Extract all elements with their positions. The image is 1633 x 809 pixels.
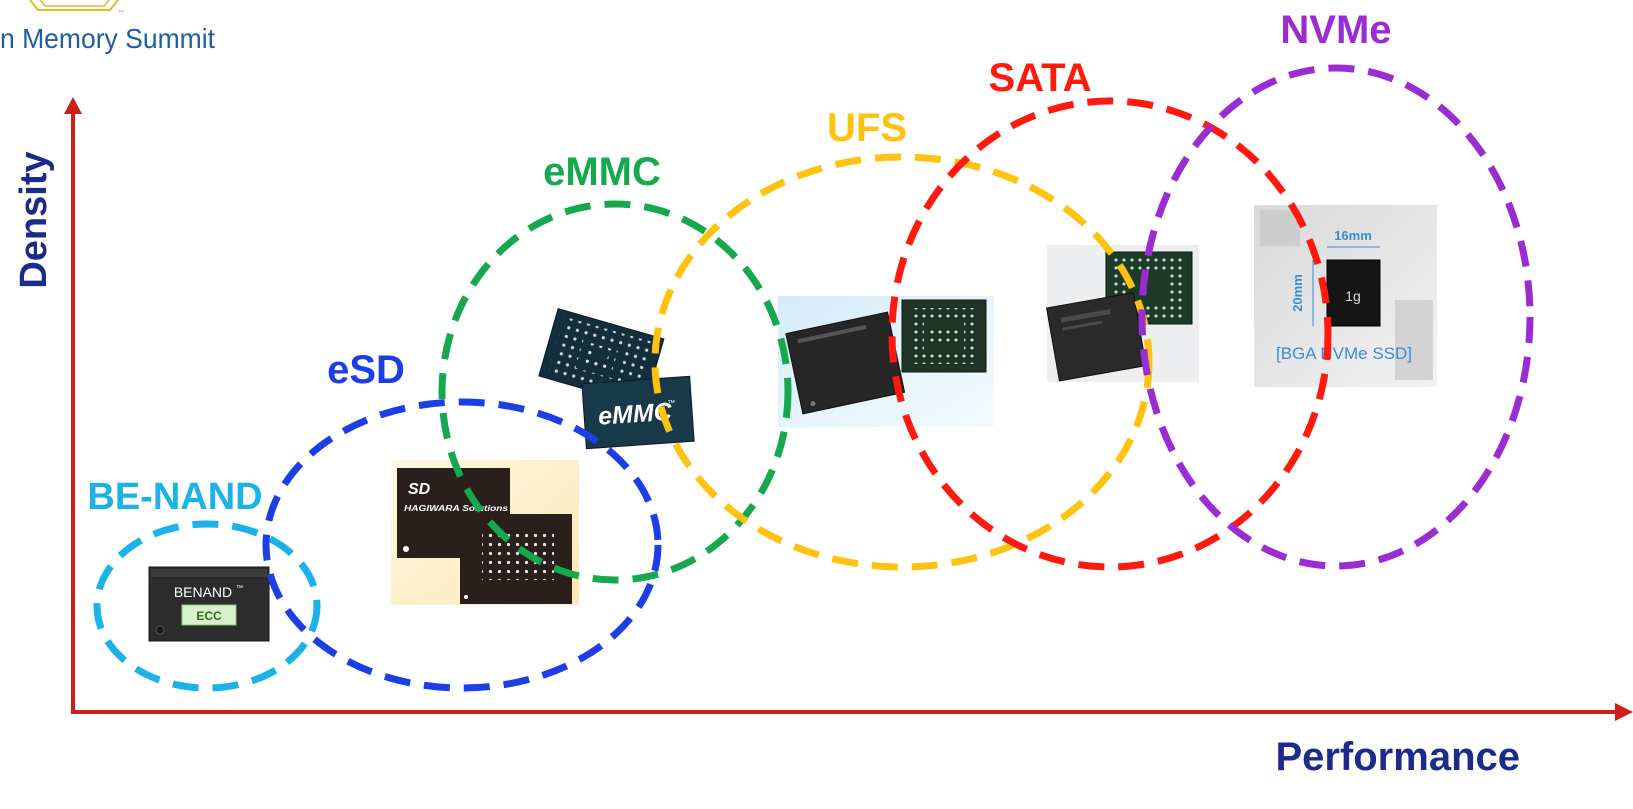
sata-label: SATA xyxy=(989,56,1092,100)
benand-ecc-label: ECC xyxy=(196,609,222,623)
benand-chip-image: BENAND ™ ECC xyxy=(148,566,270,642)
x-axis-arrow xyxy=(1615,703,1633,721)
nvme-width-label: 16mm xyxy=(1334,228,1372,243)
flash-memory-summit-logo: ™ n Memory Summit xyxy=(0,0,215,54)
logo-tm: ™ xyxy=(118,9,124,16)
logo-text: n Memory Summit xyxy=(0,23,215,54)
emmc-ellipse xyxy=(438,200,792,584)
esd-chip-image: SD HAGIWARA Solutions xyxy=(391,460,579,605)
benand-chip-tm: ™ xyxy=(236,585,243,592)
sd-logo: SD xyxy=(408,481,431,498)
be-nand-ellipse xyxy=(93,520,321,692)
nvme-chip-mark: 1g xyxy=(1345,288,1361,304)
category-labels: BE-NAND eSD eMMC UFS SATA NVMe xyxy=(87,8,1391,518)
benand-ecc-badge xyxy=(181,604,237,626)
emmc-chip-image: eMMC ™ xyxy=(538,308,695,450)
ufs-ellipse xyxy=(651,153,1153,571)
nvme-height-label: 20mm xyxy=(1290,274,1305,312)
esd-label: eSD xyxy=(327,348,405,392)
nvme-chip-image: 1g 16mm 20mm [BGA NVMe SSD] xyxy=(1254,205,1437,387)
benand-chip-brand: BENAND xyxy=(174,584,232,600)
sata-ellipse xyxy=(888,97,1332,571)
esd-ellipse xyxy=(262,398,662,692)
x-axis-label: Performance xyxy=(1275,735,1520,779)
nvme-label: NVMe xyxy=(1280,8,1391,52)
sd-maker: HAGIWARA Solutions xyxy=(404,503,508,513)
y-axis-arrow xyxy=(64,97,82,114)
emmc-chip-tm: ™ xyxy=(667,398,676,408)
y-axis-label: Density xyxy=(13,151,55,288)
nvme-ellipse xyxy=(1138,64,1534,570)
ufs-label: UFS xyxy=(827,106,907,150)
ufs-chip-image xyxy=(778,296,994,427)
be-nand-label: BE-NAND xyxy=(87,476,262,518)
nvme-caption: [BGA NVMe SSD] xyxy=(1276,344,1412,363)
category-ellipses xyxy=(93,64,1534,692)
emmc-label: eMMC xyxy=(543,150,661,194)
axes: Density Performance xyxy=(13,97,1633,779)
